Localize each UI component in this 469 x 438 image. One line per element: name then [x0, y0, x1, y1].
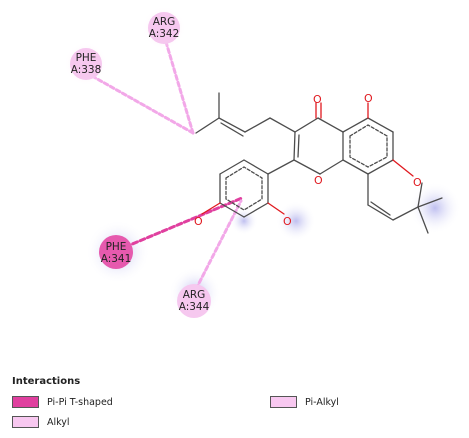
atom-o-carbonyl: O: [313, 93, 322, 106]
residue-position: A:342: [149, 28, 180, 40]
residue-position: A:338: [71, 64, 102, 76]
legend-item-alkyl: Alkyl: [12, 416, 70, 428]
legend-title: Interactions: [12, 376, 81, 387]
residue-name: PHE: [76, 52, 97, 64]
residue-name: PHE: [106, 241, 127, 253]
alkyl-interaction-arg342: [164, 40, 195, 135]
residue-position: A:344: [179, 301, 210, 313]
atom-labels: O O O O O O: [194, 92, 422, 228]
halo-phenyl-oh: [276, 201, 316, 241]
legend-label: Alkyl: [47, 416, 70, 428]
residue-arg344: ARG A:344: [177, 284, 211, 318]
interaction-lines: [90, 40, 244, 297]
molecule-bonds: [195, 92, 443, 234]
residue-name: ARG: [153, 16, 176, 28]
residue-name: ARG: [183, 289, 206, 301]
halo-gem-dimethyl: [409, 182, 461, 234]
halo-phenyl-carbon: [230, 207, 258, 235]
residue-position: A:341: [101, 253, 132, 265]
residue-arg342: ARG A:342: [142, 6, 186, 50]
legend-swatch-pipi: [12, 396, 39, 408]
alkyl-interaction-phe338: [90, 74, 195, 135]
interaction-diagram: O O O O O O ARG A:342 PHE A:338 PHE A:34…: [64, 6, 461, 319]
legend-label: Pi-Alkyl: [305, 396, 339, 408]
residue-phe341: PHE A:341: [99, 235, 133, 269]
atom-o-hydroxyl-top: O: [364, 92, 373, 105]
atom-o-phenyl-right: O: [283, 215, 292, 228]
interactions-legend: Interactions Pi-Pi T-shaped Alkyl Pi-Alk…: [12, 376, 452, 436]
atom-o-phenyl-left: O: [194, 215, 203, 228]
legend-swatch-pi-alkyl: [270, 396, 297, 408]
legend-item-pipi-tshaped: Pi-Pi T-shaped: [12, 396, 113, 408]
legend-item-pi-alkyl: Pi-Alkyl: [270, 396, 339, 408]
atom-o-pyran-ring: O: [413, 176, 422, 189]
atom-o-chromone-ring: O: [314, 174, 323, 187]
legend-swatch-alkyl: [12, 416, 39, 428]
pialkyl-interaction-arg344: [191, 199, 243, 297]
legend-label: Pi-Pi T-shaped: [47, 396, 113, 408]
residue-phe338: PHE A:338: [64, 42, 108, 86]
solvent-halos: [86, 182, 461, 319]
pipi-interaction-phe341: [116, 196, 244, 252]
